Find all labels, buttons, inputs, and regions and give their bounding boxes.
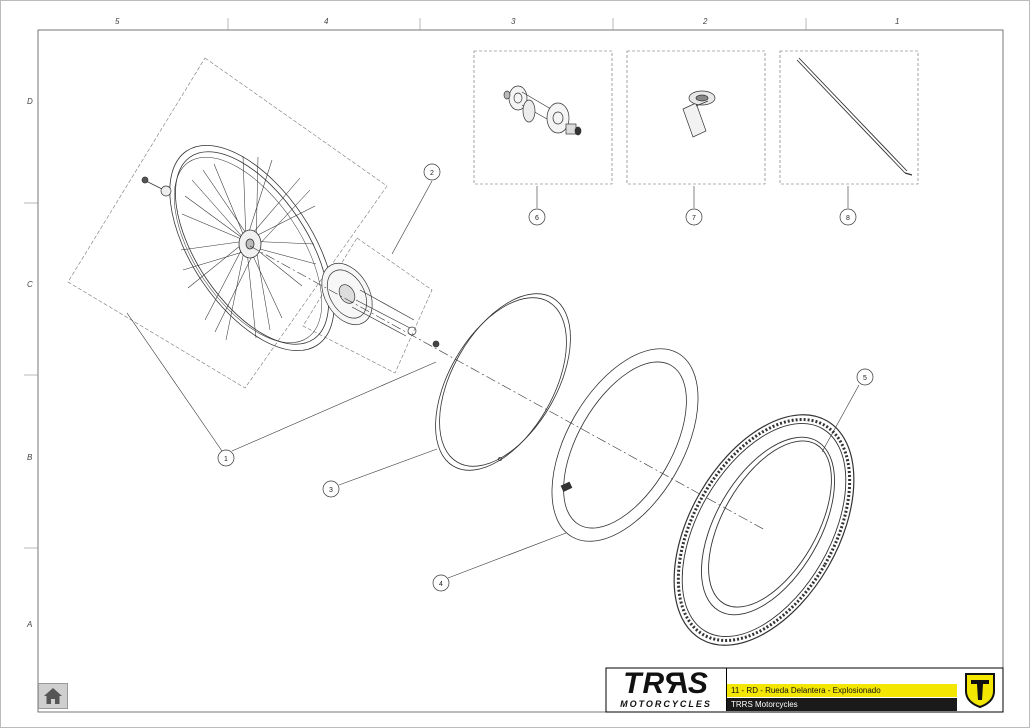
callout-4: 4 [432, 574, 450, 592]
callout-6-number: 6 [535, 215, 539, 222]
wheel-drawing [169, 144, 335, 352]
title-block [605, 667, 1004, 713]
trrs-logo: TRRS MOTORCYCLES [606, 667, 727, 711]
axle-bolt-drawing [141, 176, 172, 197]
zone-label-left-d: D [27, 97, 33, 106]
callout-1: 1 [217, 449, 235, 467]
detail-box-nipple [626, 50, 766, 185]
logo-text-r: R [665, 667, 688, 700]
callout-6: 6 [528, 208, 546, 226]
zone-label-top-1: 1 [895, 17, 900, 26]
callout-7-number: 7 [692, 215, 696, 222]
logo-subtitle: MOTORCYCLES [620, 699, 712, 709]
brake-disc-drawing [321, 263, 440, 348]
zone-label-top-4: 4 [324, 17, 329, 26]
callout-2-number: 2 [430, 170, 434, 177]
rim-band-drawing [435, 293, 571, 471]
home-icon [44, 688, 62, 704]
detail-box-spoke [779, 50, 919, 185]
trrs-emblem [958, 668, 1002, 711]
callout-7: 7 [685, 208, 703, 226]
nipple-detail-drawing [682, 90, 716, 138]
zone-label-top-3: 3 [511, 17, 516, 26]
logo-text-s: S [687, 667, 709, 700]
wheel-group-box [67, 57, 388, 389]
callout-2: 2 [423, 163, 441, 181]
tyre-drawing [673, 414, 855, 646]
home-button[interactable] [38, 683, 68, 709]
zone-label-top-2: 2 [703, 17, 708, 26]
zone-label-left-a: A [27, 620, 33, 629]
detail-box-hub [473, 50, 613, 185]
callout-1-number: 1 [224, 456, 228, 463]
spoke-detail-drawing [796, 57, 913, 176]
zone-label-top-5: 5 [115, 17, 120, 26]
callout-8: 8 [839, 208, 857, 226]
trrs-emblem-icon [965, 672, 995, 708]
assembly-axis-line [249, 245, 766, 531]
callout-4-number: 4 [439, 581, 443, 588]
logo-text-tr: TR [623, 667, 666, 700]
callout-5-number: 5 [863, 375, 867, 382]
brake-group-box [302, 237, 433, 374]
hub-detail-drawing [503, 85, 582, 136]
company-name: TRRS Motorcycles [727, 698, 957, 711]
callout-3-number: 3 [329, 487, 333, 494]
zone-label-left-c: C [27, 280, 33, 289]
inner-tube-drawing [551, 348, 699, 542]
callout-8-number: 8 [846, 215, 850, 222]
drawing-border [37, 29, 1004, 713]
drawing-title: 11 - RD - Rueda Delantera - Explosionado [727, 684, 957, 697]
zone-label-left-b: B [27, 453, 33, 462]
callout-3: 3 [322, 480, 340, 498]
callout-5: 5 [856, 368, 874, 386]
